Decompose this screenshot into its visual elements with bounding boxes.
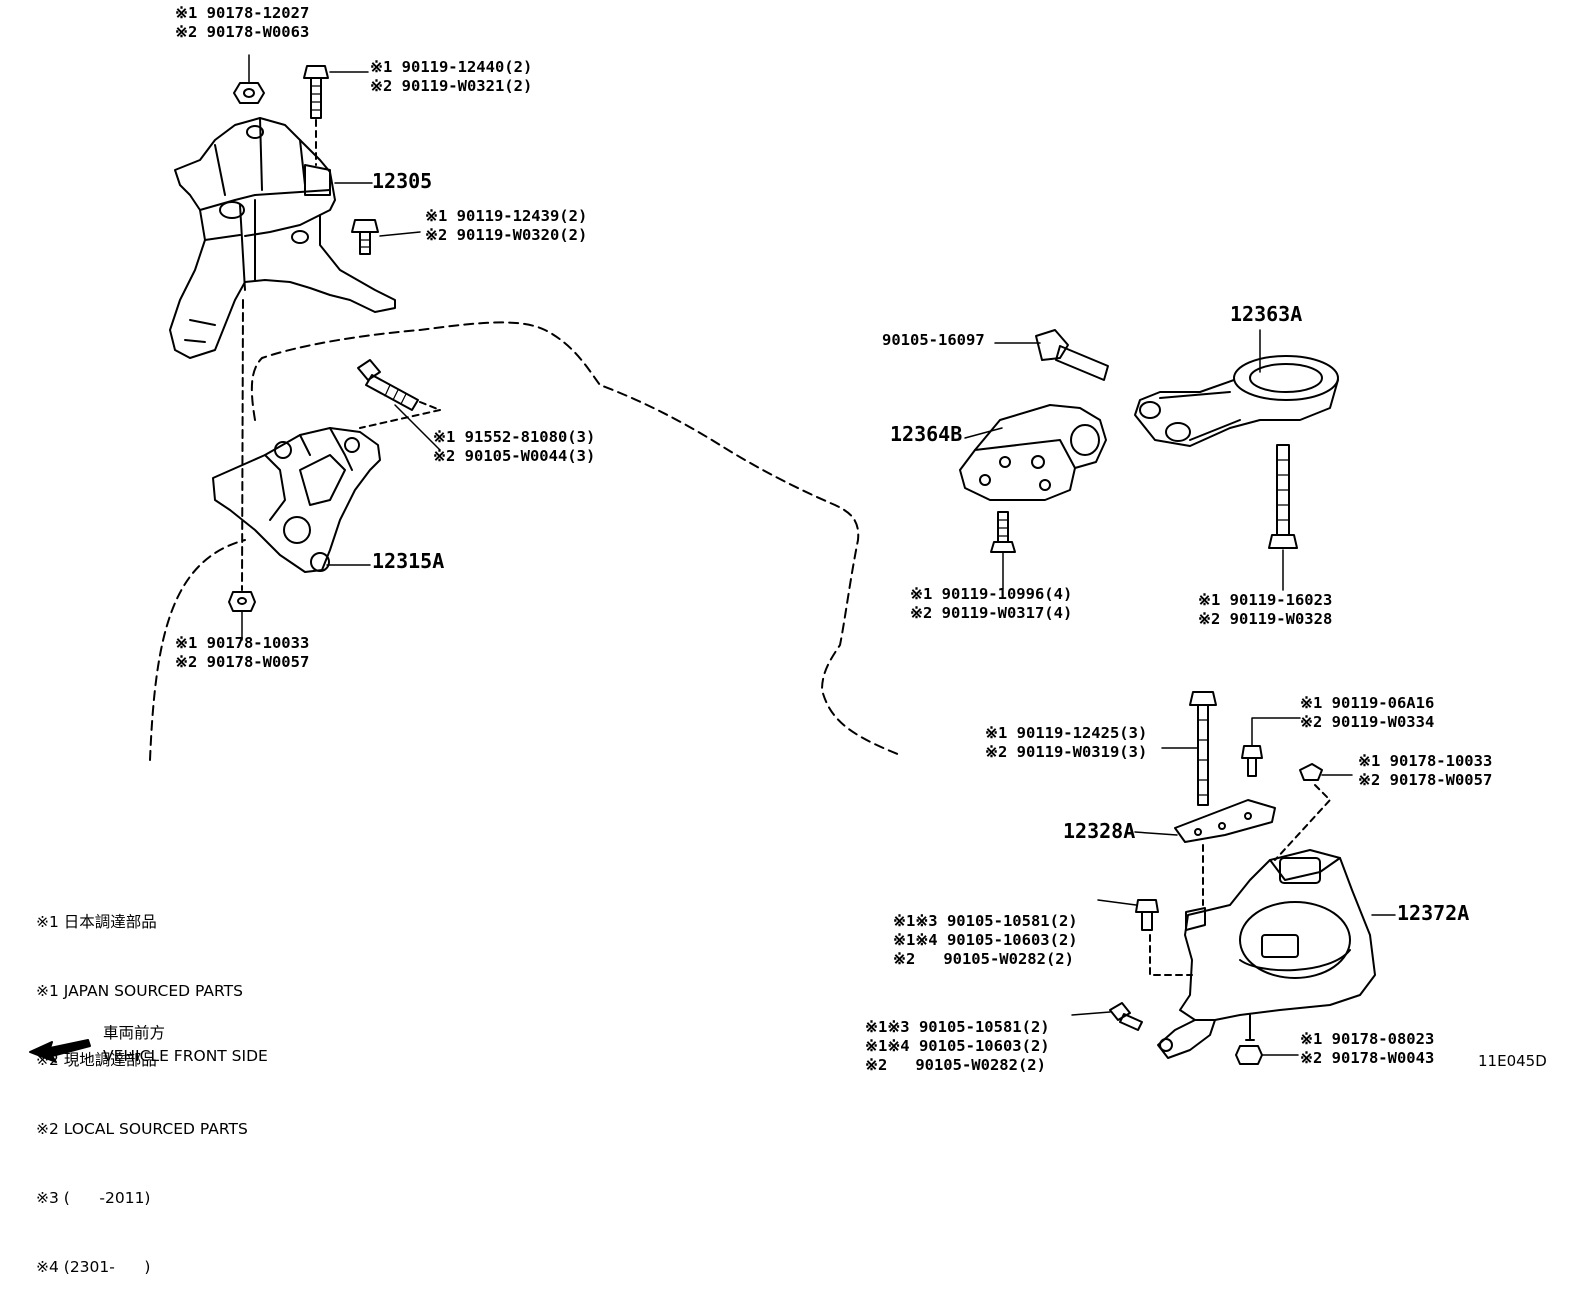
label-nut-bottom-right: ※1 90178-08023※2 90178-W0043 <box>1300 1030 1435 1067</box>
label-bolt-mid: ※1 91552-81080(3)※2 90105-W0044(3) <box>433 428 596 465</box>
bolt-12425 <box>1189 691 1217 806</box>
label-nut-top-left: ※1 90178-12027※2 90178-W0063 <box>175 4 310 41</box>
label-part-12305: 12305 <box>372 169 433 193</box>
label-part-12363A: 12363A <box>1230 302 1303 326</box>
mount-12372A <box>1157 849 1376 1059</box>
label-bolt-12363A: ※1 90119-16023※2 90119-W0328 <box>1198 591 1333 628</box>
rod-12363A <box>1134 355 1339 447</box>
bolt-group-1 <box>1135 899 1159 931</box>
nut-lower-left <box>228 591 256 612</box>
legend-item: ※4 (2301- ) <box>36 1258 151 1276</box>
label-bolt-06A16: ※1 90119-06A16※2 90119-W0334 <box>1300 694 1435 731</box>
label-nut-lower-left: ※1 90178-10033※2 90178-W0057 <box>175 634 310 671</box>
nut-top-left <box>233 82 265 104</box>
diagram-code: 11E045D <box>1478 1052 1547 1070</box>
label-bolt-12425: ※1 90119-12425(3)※2 90119-W0319(3) <box>985 724 1148 761</box>
leader-lines <box>241 54 1396 1056</box>
bolt-group-2 <box>1109 1002 1143 1031</box>
legend: ※1 日本調達部品 ※1 JAPAN SOURCED PARTS ※2 現地調達… <box>36 865 248 1302</box>
legend-item: ※1 日本調達部品 <box>36 913 157 931</box>
bolt-mid <box>357 359 419 411</box>
label-bolt-group-1: ※1※3 90105-10581(2)※1※4 90105-10603(2)※2… <box>893 912 1078 968</box>
engine-outline <box>149 321 901 761</box>
label-part-12315A: 12315A <box>372 549 445 573</box>
bracket-12305 <box>169 117 396 359</box>
arrow-left-icon <box>29 1039 91 1063</box>
legend-item: ※3 ( -2011) <box>36 1189 151 1207</box>
nut-right <box>1299 763 1323 781</box>
label-nut-right: ※1 90178-10033※2 90178-W0057 <box>1358 752 1493 789</box>
label-bolt-90105-16097: 90105-16097 <box>882 331 985 349</box>
bolt-12305 <box>351 219 379 255</box>
bolt-12364B <box>990 511 1016 553</box>
legend-item: ※2 LOCAL SOURCED PARTS <box>36 1120 248 1138</box>
label-bolt-top: ※1 90119-12440(2)※2 90119-W0321(2) <box>370 58 533 95</box>
label-part-12364B: 12364B <box>890 422 963 446</box>
label-part-12328A: 12328A <box>1063 819 1136 843</box>
nut-bottom-right <box>1235 1045 1263 1065</box>
label-bolt-12364B: ※1 90119-10996(4)※2 90119-W0317(4) <box>910 585 1073 622</box>
legend-item: ※2 現地調達部品 <box>36 1051 157 1069</box>
bolt-top <box>303 65 329 119</box>
label-part-12372A: 12372A <box>1397 901 1470 925</box>
plate-12328A <box>1174 799 1276 843</box>
front-side-label: 車両前方 VEHICLE FRONT SIDE <box>103 1024 268 1065</box>
label-bolt-group-2: ※1※3 90105-10581(2)※1※4 90105-10603(2)※2… <box>865 1018 1050 1074</box>
bracket-12315A <box>212 427 381 573</box>
bolt-90105-16097 <box>1035 329 1109 381</box>
bolt-06A16 <box>1241 745 1263 777</box>
legend-item: ※1 JAPAN SOURCED PARTS <box>36 982 243 1000</box>
bolt-12363A <box>1268 444 1298 549</box>
alignment-line <box>241 299 244 591</box>
bracket-12364B <box>959 404 1107 501</box>
label-bolt-12305: ※1 90119-12439(2)※2 90119-W0320(2) <box>425 207 588 244</box>
parts-diagram <box>29 54 1396 1065</box>
